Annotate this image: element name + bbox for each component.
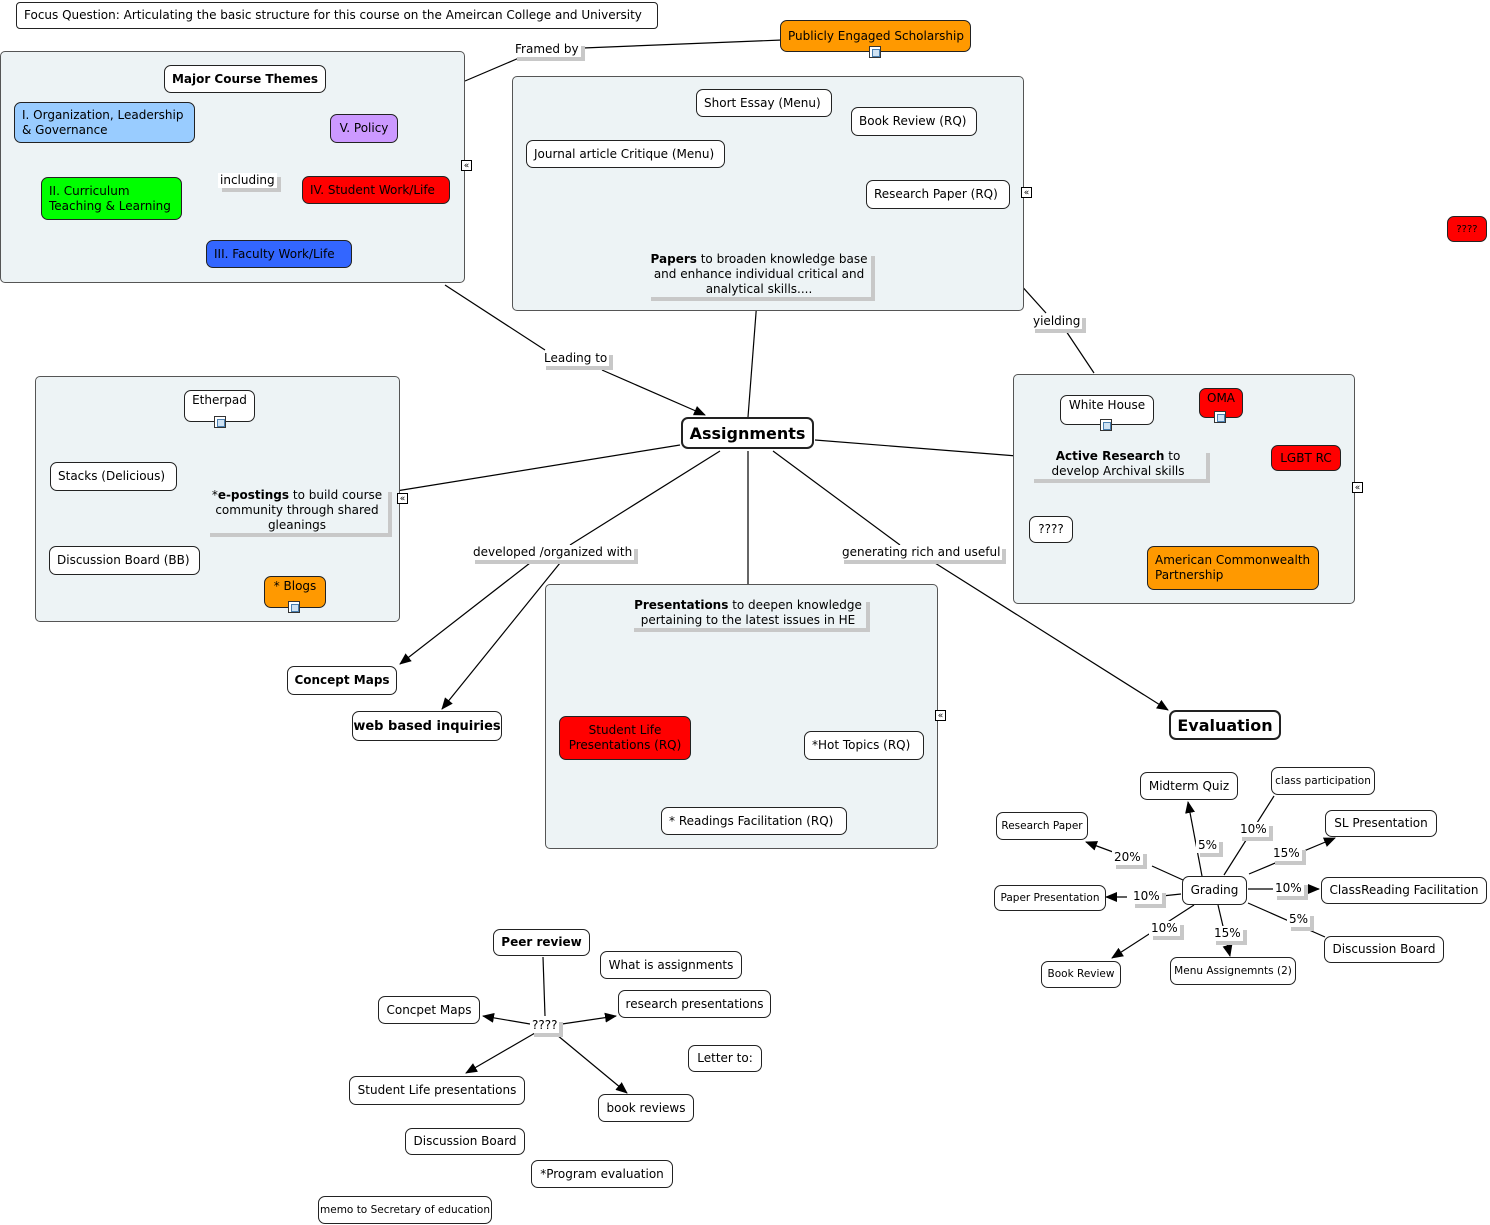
including-label: including [218,173,277,188]
epostings-concept[interactable]: *e-postings to build course community th… [206,488,388,533]
generating-label: generating rich and useful [840,545,1003,560]
american-commonwealth-partnership-node[interactable]: American Commonwealth Partnership [1147,546,1319,590]
hot-topics-node[interactable]: *Hot Topics (RQ) [804,731,924,760]
collapse-papers-icon[interactable]: « [1021,187,1032,198]
papers-concept[interactable]: Papers to broaden knowledge base and enh… [647,252,871,297]
oma-resource-icon[interactable] [1214,411,1226,423]
book-reviews-node[interactable]: book reviews [598,1094,694,1122]
midterm-quiz-node[interactable]: Midterm Quiz [1140,772,1238,800]
theme-curriculum-node[interactable]: II. Curriculum Teaching & Learning [41,177,182,220]
program-evaluation-node[interactable]: *Program evaluation [531,1160,673,1188]
what-is-assignments-node[interactable]: What is assignments [600,951,742,979]
book-review-node[interactable]: Book Review [1041,961,1121,988]
stacks-delicious-node[interactable]: Stacks (Delicious) [50,462,177,491]
paper-presentation-node[interactable]: Paper Presentation [994,885,1106,911]
research-paper-rq-node[interactable]: Research Paper (RQ) [866,180,1010,209]
assignments-node[interactable]: Assignments [681,417,814,449]
theme-faculty-work-life-node[interactable]: III. Faculty Work/Life [206,240,352,268]
yielding-label: yielding [1031,314,1083,329]
concept-map-link-icon[interactable] [869,46,881,58]
grading-node[interactable]: Grading [1182,876,1247,905]
short-essay-node[interactable]: Short Essay (Menu) [696,89,832,117]
letter-to-node[interactable]: Letter to: [688,1045,762,1072]
web-based-inquiries-node[interactable]: web based inquiries [352,711,502,741]
collapse-themes-icon[interactable]: « [461,160,472,171]
discussion-board-lower-node[interactable]: Discussion Board [405,1128,525,1155]
pct-midterm-label: 5% [1196,838,1220,853]
framed-by-label: Framed by [513,42,581,57]
concept-maps-node[interactable]: Concept Maps [287,666,397,695]
discussion-board-eval-node[interactable]: Discussion Board [1324,936,1444,963]
peer-unknown-label: ???? [530,1018,560,1033]
student-life-presentations-lower-node[interactable]: Student Life presentations [349,1076,525,1105]
readings-facilitation-node[interactable]: * Readings Facilitation (RQ) [661,807,847,835]
collapse-epostings-icon[interactable]: « [397,493,408,504]
pct-paper-presentation-label: 10% [1131,889,1162,904]
active-research-concept[interactable]: Active Research to develop Archival skil… [1030,449,1206,479]
journal-article-critique-node[interactable]: Journal article Critique (Menu) [526,140,725,168]
presentations-concept[interactable]: Presentations to deepen knowledge pertai… [630,598,866,628]
pct-menu-assignments-label: 15% [1212,926,1243,941]
student-life-presentations-node[interactable]: Student Life Presentations (RQ) [559,716,691,760]
collapse-active-research-icon[interactable]: « [1352,482,1363,493]
memo-secretary-node[interactable]: memo to Secretary of education [318,1196,492,1224]
pct-research-paper-label: 20% [1112,850,1143,865]
pct-discussion-board-label: 5% [1287,912,1311,927]
classreading-facilitation-node[interactable]: ClassReading Facilitation [1321,877,1487,904]
concpet-maps-node[interactable]: Concpet Maps [378,996,480,1024]
pct-book-review-label: 10% [1149,921,1180,936]
evaluation-node[interactable]: Evaluation [1169,710,1281,740]
collapse-presentations-icon[interactable]: « [935,710,946,721]
pct-classreading-label: 10% [1273,881,1304,896]
pct-sl-presentation-label: 15% [1271,846,1302,861]
etherpad-resource-icon[interactable] [214,416,226,428]
sl-presentation-node[interactable]: SL Presentation [1325,810,1437,837]
unknown-active-research-node[interactable]: ???? [1029,516,1073,543]
theme-policy-node[interactable]: V. Policy [330,114,398,143]
major-course-themes-node[interactable]: Major Course Themes [164,65,326,93]
unknown-red-node[interactable]: ???? [1447,216,1487,242]
book-review-rq-node[interactable]: Book Review (RQ) [851,107,977,136]
menu-assignments-node[interactable]: Menu Assignemnts (2) [1170,957,1296,985]
leading-to-label: Leading to [542,351,610,366]
white-house-resource-icon[interactable] [1100,419,1112,431]
research-presentations-node[interactable]: research presentations [618,990,771,1018]
lgbt-rc-node[interactable]: LGBT RC [1271,445,1341,471]
blogs-resource-icon[interactable] [288,601,300,613]
discussion-board-bb-node[interactable]: Discussion Board (BB) [49,546,200,575]
focus-question: Focus Question: Articulating the basic s… [16,2,658,29]
class-participation-node[interactable]: class participation [1271,767,1375,795]
peer-review-node[interactable]: Peer review [493,929,590,956]
research-paper-node[interactable]: Research Paper [996,812,1088,840]
theme-organization-node[interactable]: I. Organization, Leadership & Governance [14,102,195,143]
pct-class-participation-label: 10% [1238,822,1269,837]
theme-student-work-life-node[interactable]: IV. Student Work/Life [302,176,450,204]
developed-organized-label: developed /organized with [471,545,635,560]
